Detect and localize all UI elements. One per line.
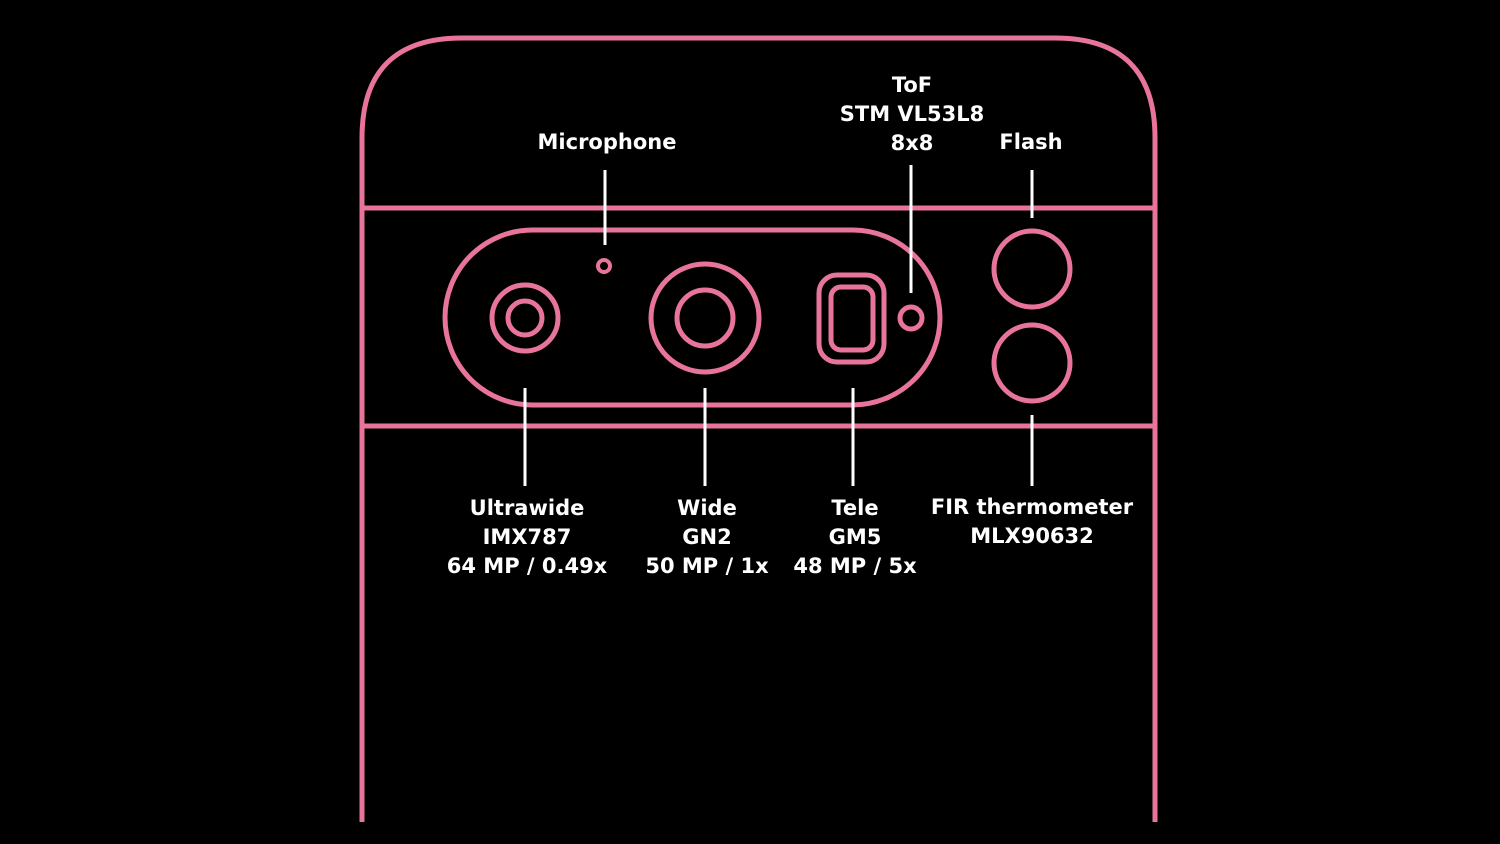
label-line: GM5 — [828, 525, 882, 549]
label-line: 48 MP / 5x — [793, 554, 917, 578]
tof-label: ToF STM VL53L8 8x8 — [840, 71, 985, 158]
label-line: Tele — [831, 496, 879, 520]
ultrawide-lens-inner — [505, 298, 545, 338]
ultrawide-lens-outer — [489, 282, 561, 354]
label-line: ToF — [891, 73, 933, 97]
tele-lens-outer — [816, 272, 887, 365]
label-line: FIR thermometer — [930, 495, 1134, 519]
tele-lens-inner — [828, 284, 876, 353]
label-line: MLX90632 — [970, 524, 1094, 548]
microphone-label: Microphone — [538, 128, 677, 157]
phone-outline — [359, 35, 1158, 822]
wide-label: Wide GN2 50 MP / 1x — [645, 494, 768, 581]
label-line: GN2 — [682, 525, 732, 549]
microphone-hole — [596, 258, 612, 274]
label-line: 50 MP / 1x — [645, 554, 769, 578]
tof-sensor — [897, 304, 925, 332]
label-line: STM VL53L8 — [839, 102, 985, 126]
label-line: Flash — [999, 130, 1063, 154]
label-line: 64 MP / 0.49x — [446, 554, 608, 578]
ultrawide-label: Ultrawide IMX787 64 MP / 0.49x — [447, 494, 607, 581]
tele-label: Tele GM5 48 MP / 5x — [793, 494, 916, 581]
wide-lens-outer — [648, 261, 762, 375]
flash-label: Flash — [999, 128, 1062, 157]
label-line: Microphone — [537, 130, 677, 154]
fir-thermometer-label: FIR thermometer MLX90632 — [931, 493, 1133, 551]
label-line: 8x8 — [890, 131, 934, 155]
wide-lens-inner — [674, 287, 736, 349]
label-line: Ultrawide — [469, 496, 585, 520]
label-line: Wide — [677, 496, 737, 520]
label-line: IMX787 — [482, 525, 572, 549]
camera-island — [442, 227, 943, 408]
fir-thermometer — [991, 322, 1073, 404]
flash-led — [991, 228, 1073, 310]
